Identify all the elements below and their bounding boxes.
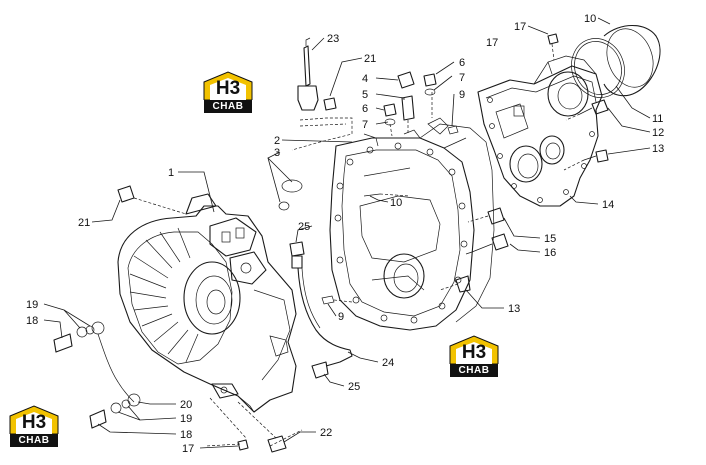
callout-20: 20: [180, 399, 192, 411]
callout-18-lower: 18: [180, 429, 192, 441]
callout-numbers: 23 21 6 4 7 5 9 6 7 2 3 1 21 10 25 17 17…: [26, 13, 664, 455]
callout-13-top: 13: [652, 143, 664, 155]
logo-band: CHAB: [450, 364, 498, 377]
callout-24: 24: [382, 357, 394, 369]
watermark-logo: H3 CHAB: [200, 70, 256, 116]
callout-21-side: 21: [78, 217, 90, 229]
rear-cover: [477, 55, 603, 207]
callout-21-top: 21: [364, 53, 376, 65]
callout-17-lower: 17: [182, 443, 194, 455]
callout-6-lower: 6: [362, 103, 368, 115]
callout-7-lower: 7: [362, 119, 368, 131]
assembly-lines: [133, 43, 585, 447]
logo-house-icon: [9, 405, 59, 434]
callout-25-lower: 25: [348, 381, 360, 393]
callout-6-top: 6: [459, 57, 465, 69]
logo-mark: H3: [21, 412, 47, 433]
callout-14: 14: [602, 199, 614, 211]
callout-9-lower: 9: [338, 311, 344, 323]
callout-18-top: 18: [26, 315, 38, 327]
middle-housing: [329, 117, 495, 331]
callout-17-mid: 17: [486, 37, 498, 49]
callout-2: 2: [274, 135, 280, 147]
watermark-logo: H3 CHAB: [446, 334, 502, 380]
callout-19-top: 19: [26, 299, 38, 311]
callout-13-lower: 13: [508, 303, 520, 315]
callout-11: 11: [652, 113, 663, 125]
callout-4: 4: [362, 73, 368, 85]
callout-7-top: 7: [459, 72, 465, 84]
callout-9-top: 9: [459, 89, 465, 101]
callout-10-lower: 10: [390, 197, 402, 209]
logo-house-icon: [203, 71, 253, 100]
front-housing: [117, 193, 297, 413]
logo-band: CHAB: [204, 100, 252, 113]
callout-10-top: 10: [584, 13, 596, 25]
logo-mark: H3: [461, 342, 487, 363]
callout-25-top: 25: [298, 221, 310, 233]
logo-mark: H3: [215, 78, 241, 99]
callout-23: 23: [327, 33, 339, 45]
callout-19-lower: 19: [180, 413, 192, 425]
logo-band: CHAB: [10, 434, 58, 447]
callout-5: 5: [362, 89, 368, 101]
leader-lines: [43, 17, 651, 449]
callout-17-top: 17: [514, 21, 526, 33]
callout-16: 16: [544, 247, 556, 259]
small-parts: [53, 33, 609, 453]
callout-22: 22: [320, 427, 332, 439]
callout-12: 12: [652, 127, 664, 139]
watermark-logo: H3 CHAB: [6, 404, 62, 450]
callout-15: 15: [544, 233, 556, 245]
logo-house-icon: [449, 335, 499, 364]
cover-plate-and-gasket: [571, 25, 661, 98]
callout-1: 1: [168, 167, 174, 179]
callout-3: 3: [274, 147, 280, 159]
